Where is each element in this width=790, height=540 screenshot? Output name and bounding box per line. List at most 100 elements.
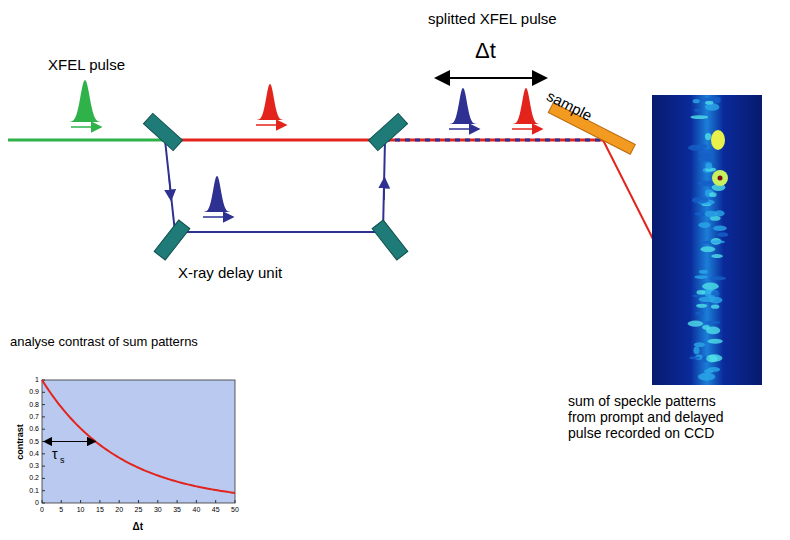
combined-beam (385, 139, 603, 142)
xray-pulse (449, 88, 478, 124)
tau-arrow (44, 441, 95, 442)
speckle (706, 354, 723, 362)
speckle (692, 294, 706, 297)
caption-text: sum of speckle patterns from prompt and … (568, 393, 740, 441)
xray-pulse (203, 176, 232, 212)
speckle (718, 176, 723, 181)
tick (215, 500, 216, 503)
tick-label: 0.9 (29, 388, 39, 396)
speckle (709, 192, 716, 197)
tick-label: 0.1 (29, 487, 39, 495)
plot-title: analyse contrast of sum patterns (10, 335, 198, 350)
speckle (694, 275, 707, 279)
speckle (698, 222, 710, 228)
tick-label: 0.6 (29, 425, 39, 433)
speckle (708, 339, 723, 344)
tick (42, 453, 45, 454)
tick-label: 45 (212, 506, 220, 514)
plot-area (42, 380, 235, 503)
tick-label: 0.8 (29, 401, 39, 409)
delay-label: Δt (475, 38, 496, 63)
xray-pulse (512, 88, 541, 124)
tick (235, 500, 236, 503)
tick (119, 500, 120, 503)
speckle (689, 356, 700, 359)
speckle (708, 295, 715, 298)
tick-label: 0 (35, 499, 39, 507)
speckle (688, 145, 702, 151)
tick-label: 0.5 (29, 438, 39, 446)
tick-label: 5 (59, 506, 63, 514)
speckle (702, 283, 719, 290)
mirror (368, 113, 407, 150)
tick-label: 0 (40, 506, 44, 514)
speckle (711, 130, 725, 150)
beam-arrow (383, 178, 385, 200)
delay-arrow (436, 77, 546, 79)
ccd-image (652, 95, 762, 385)
tick-label: 0.4 (29, 450, 39, 458)
tick (80, 500, 81, 503)
scattered-beam (603, 140, 656, 245)
xray-pulse (256, 84, 285, 120)
speckle (712, 170, 728, 186)
combined-beam (385, 139, 603, 142)
speckle (693, 99, 700, 103)
speckle (711, 305, 719, 309)
speckle (709, 276, 726, 280)
speckle (702, 325, 710, 330)
tick (42, 490, 45, 491)
pulse-label: XFEL pulse (48, 56, 125, 73)
tick-label: 0.7 (29, 413, 39, 421)
speckle (692, 197, 709, 204)
pulse-arrow (203, 216, 233, 218)
speckle (705, 211, 718, 218)
tick (99, 500, 100, 503)
speckle (695, 311, 704, 314)
tick (42, 429, 45, 430)
tick (196, 500, 197, 503)
tick (157, 500, 158, 503)
tick (42, 392, 45, 393)
xfel-beam (8, 139, 165, 142)
tick-label: 50 (231, 506, 239, 514)
tick-label: 35 (173, 506, 181, 514)
pulse-arrow (71, 126, 101, 128)
contrast-curve (42, 380, 235, 493)
speckle (710, 240, 725, 243)
speckle (713, 225, 727, 231)
axis-label: Δt (133, 521, 144, 533)
tick-label: 0.3 (29, 462, 39, 470)
tick (138, 500, 139, 503)
speckle (705, 133, 711, 140)
tick-label: 0.2 (29, 474, 39, 482)
tick-label: 10 (77, 506, 85, 514)
unit-label: X-ray delay unit (178, 264, 282, 281)
speckle (705, 101, 713, 105)
pulse-arrow (512, 128, 542, 130)
speckle (696, 304, 707, 308)
tick (42, 404, 45, 405)
tick (61, 500, 62, 503)
speckle (698, 373, 715, 381)
speckle (707, 367, 720, 372)
speckle (711, 254, 723, 258)
tick (177, 500, 178, 503)
speckle (705, 321, 721, 324)
speckle (698, 149, 715, 156)
delay-beam (165, 140, 385, 232)
direct-beam (165, 139, 385, 142)
speckle (690, 115, 708, 119)
tau-label: τ (52, 446, 58, 462)
pulse-arrow (256, 124, 286, 126)
tick-label: 1 (35, 376, 39, 384)
speckle (706, 355, 717, 362)
tau-subscript: s (60, 455, 65, 465)
speckle (700, 246, 715, 252)
speckle (693, 347, 699, 355)
mirror (372, 220, 408, 260)
mirror (143, 113, 182, 150)
tick (42, 466, 45, 467)
speckle (694, 109, 701, 112)
